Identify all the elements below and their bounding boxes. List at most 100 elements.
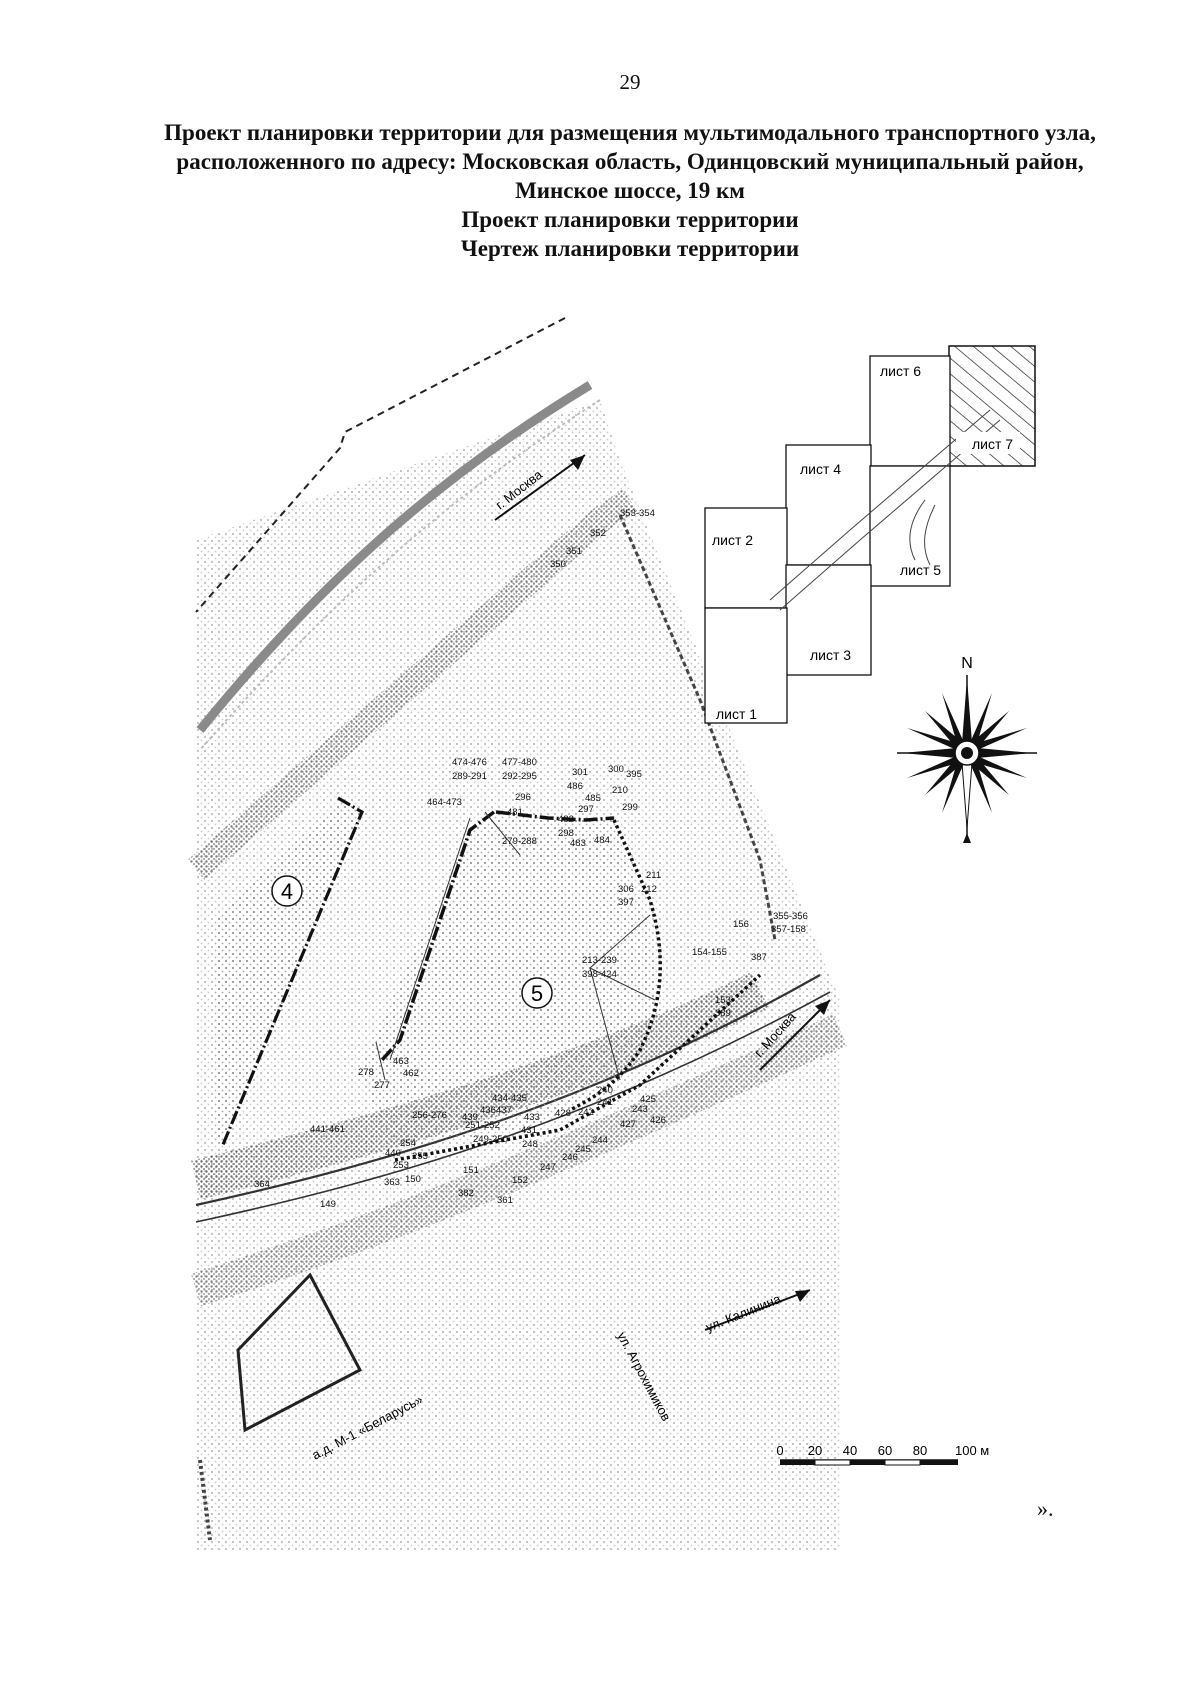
scale-tick-0: 0 [776,1443,783,1458]
sheet-1-label: лист 1 [716,706,757,722]
point-label: 355-356 [773,911,808,922]
closing-quote-mark: ». [1037,1496,1054,1521]
sheet-1-box [704,607,788,724]
point-label: 486 [567,781,583,792]
point-label: 156 [733,919,749,930]
point-label: 213-239 [582,955,617,966]
point-label: 251-252 [465,1120,500,1131]
point-label: 247 [540,1162,556,1173]
sheet-4-label: лист 4 [800,461,841,477]
page-number: 29 [619,70,641,94]
bottom-lot [236,1272,363,1433]
point-label: 297 [578,804,594,815]
point-label: 253 [393,1160,409,1171]
zone-5-boundary-east [569,819,662,1112]
east-boundary [618,514,777,941]
point-label: 426 [650,1115,666,1126]
point-label: 256-276 [412,1110,447,1121]
sheet-2-label: лист 2 [712,532,753,548]
point-label: 241 [597,1097,613,1108]
point-label: 483 [570,838,586,849]
compass-rose: N [897,655,1037,843]
sheet-2-box [704,507,788,609]
point-label: 240 [597,1085,613,1096]
point-label: 151 [463,1165,479,1176]
point-label: 154-155 [692,947,727,958]
sheet-6-label: лист 6 [880,363,921,379]
road-belt-north [187,489,638,880]
highway-line-2 [195,991,831,1223]
scale-bar: 0 20 40 60 80 100 м [776,1443,989,1466]
compass-north-label: N [961,655,973,672]
point-label: 352 [590,528,606,539]
scale-tick-40: 40 [843,1443,857,1458]
point-label: 364 [254,1179,270,1190]
point-label: 153 [715,995,731,1006]
zone-5-boundary-north [495,810,615,822]
sheet-index-sketch-2 [909,499,936,566]
point-label: 244 [592,1135,608,1146]
point-label: 440 [385,1148,401,1159]
point-label: 351 [566,546,582,557]
point-label: 296 [515,792,531,803]
point-label: 211 [646,870,661,881]
point-label: 387 [751,952,767,963]
point-label: 463 [393,1056,409,1067]
sheet-index-sketch [769,409,1001,611]
point-label: 434-435 [492,1093,527,1104]
point-label: 428 [555,1108,571,1119]
zone-4-boundary [220,796,365,1148]
sheet-4-box [785,444,872,566]
leader-lines [375,811,656,1081]
scale-tick-60: 60 [878,1443,892,1458]
point-label: 350 [550,559,566,570]
point-label: 150 [405,1174,421,1185]
point-labels: 353-354 352 351 350 474-476 477-480 289-… [254,508,808,1210]
point-label: 301 [572,767,588,778]
point-label: 441-461 [310,1124,345,1135]
zone-5-marker [521,977,553,1009]
point-label: 299 [622,802,638,813]
point-label: 439 [462,1112,478,1123]
sheet-7-label-bg [956,432,1020,454]
zone-4-fill [215,800,362,1145]
point-label: 278 [358,1067,374,1078]
point-label: 357-158 [771,924,806,935]
sheet-7-label: лист 7 [972,436,1013,452]
point-label: 397 [618,897,634,908]
zone-4-marker [271,875,303,907]
point-label: 436 [480,1105,496,1116]
point-label: 361 [497,1195,513,1206]
point-label: 255 [412,1151,428,1162]
zone-5-label: 5 [531,981,543,1006]
sheet-5-label: лист 5 [900,562,941,578]
scale-tick-100: 100 м [955,1443,989,1458]
point-label: 277 [374,1080,390,1091]
zone-4-label: 4 [281,879,293,904]
point-label: 306 [618,884,634,895]
sheet-5-box [869,465,951,587]
point-label: 363 [384,1177,400,1188]
point-label: 149 [320,1199,336,1210]
title-line-5: Чертеж планировки территории [460,236,800,261]
bottom-left-boundary [198,1459,212,1541]
point-label: 425 [640,1094,656,1105]
zone-5-fill [360,812,660,1150]
point-label: 382 [458,1188,474,1199]
point-label: 248 [522,1139,538,1150]
point-label: 292-295 [502,771,537,782]
point-label: 485 [585,793,601,804]
point-label: 477-480 [502,757,537,768]
sheet-index: лист 1 лист 2 лист 3 лист 4 лист 5 лист … [704,345,1036,724]
point-label: 152 [512,1175,528,1186]
point-label: 298 [558,828,574,839]
point-label: 353-354 [620,508,655,519]
point-label: 433 [524,1112,540,1123]
point-label: 243 [632,1104,648,1115]
outer-boundary [195,317,566,613]
point-label: 395 [626,769,642,780]
point-label: 242 [578,1107,594,1118]
point-label: 300 [608,764,624,775]
sheet-6-box [869,355,951,467]
